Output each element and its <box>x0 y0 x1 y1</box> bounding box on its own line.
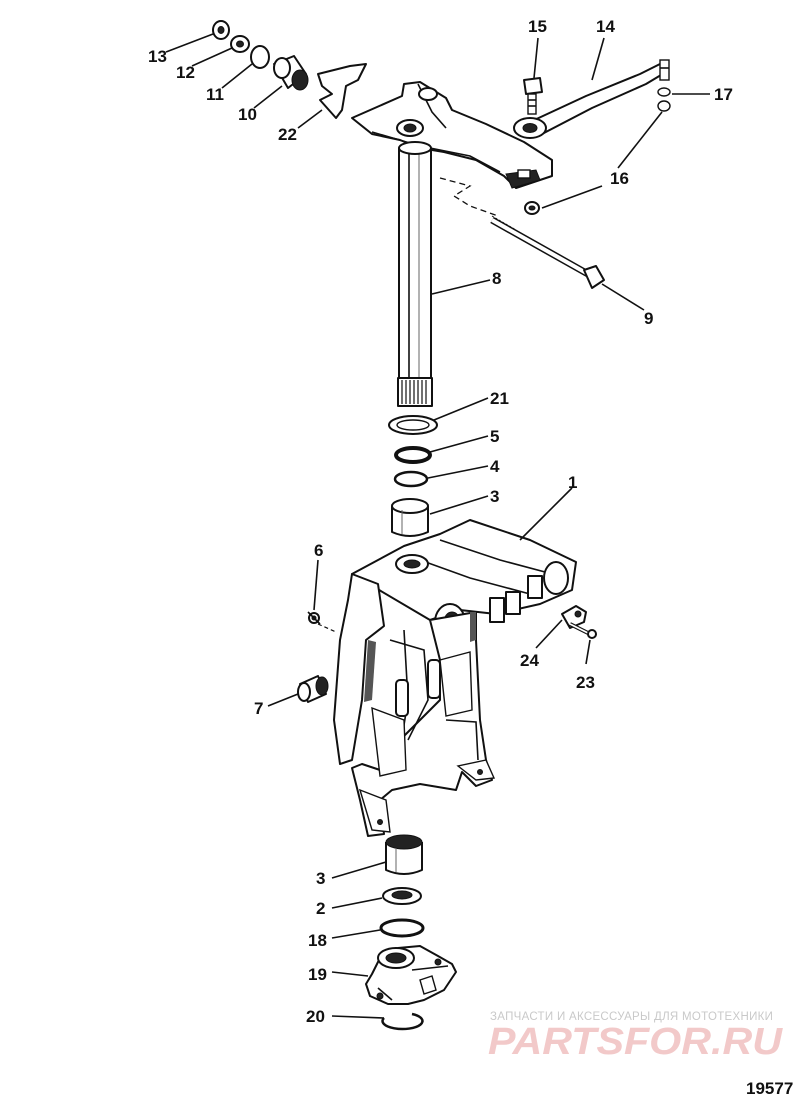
assembly-line-6 <box>317 623 337 633</box>
part-21-washer <box>388 415 438 435</box>
part-11-ring <box>250 45 270 69</box>
callout-19: 19 <box>308 965 327 984</box>
part-8-steering-tube <box>397 141 433 407</box>
part-24-clip <box>561 605 587 629</box>
part-16-nut-top <box>657 100 671 112</box>
drawing-number: 19577 <box>746 1079 793 1098</box>
part-13-nut <box>212 20 230 40</box>
part-3-bushing-lower <box>385 834 423 875</box>
callout-13: 13 <box>148 47 167 66</box>
part-9-long-bolt <box>490 215 605 289</box>
part-18-washer <box>379 918 425 938</box>
callout-4: 4 <box>490 457 500 476</box>
callout-21: 21 <box>490 389 509 408</box>
part-5-ring <box>394 446 432 464</box>
part-2-seal <box>382 887 422 905</box>
assembly-line <box>439 177 499 217</box>
callout-14: 14 <box>596 17 615 36</box>
callout-22: 22 <box>278 125 297 144</box>
part-14-steering-link <box>513 59 670 139</box>
part-16-nut-bottom <box>524 201 540 215</box>
watermark: ЗАПЧАСТИ И АКСЕССУАРЫ ДЛЯ МОТОТЕХНИКИ PA… <box>488 1011 784 1063</box>
part-23-screw <box>569 622 597 639</box>
callout-23: 23 <box>576 673 595 692</box>
callout-2: 2 <box>316 899 325 918</box>
callout-11: 11 <box>206 85 224 104</box>
callout-24: 24 <box>520 651 539 670</box>
part-12-washer <box>230 35 250 53</box>
callout-1: 1 <box>568 473 577 492</box>
callout-9: 9 <box>644 309 653 328</box>
callout-20: 20 <box>306 1007 325 1026</box>
callout-3-upper: 3 <box>490 487 499 506</box>
callout-12: 12 <box>176 63 195 82</box>
part-6-grease-fitting <box>307 611 321 625</box>
callout-17: 17 <box>714 85 733 104</box>
callout-18: 18 <box>308 931 327 950</box>
callout-15: 15 <box>528 17 547 36</box>
callout-7: 7 <box>254 699 263 718</box>
leader-lines <box>165 33 710 1019</box>
callout-5: 5 <box>490 427 499 446</box>
part-3-bushing-upper <box>391 498 429 537</box>
part-7-bushing <box>297 675 329 703</box>
part-19-lower-yoke <box>365 945 457 1005</box>
part-10-bushing <box>273 55 309 91</box>
part-1-swivel-bracket <box>333 519 577 837</box>
callout-8: 8 <box>492 269 501 288</box>
callout-labels: 13 12 11 10 22 15 14 17 16 8 9 21 5 4 3 … <box>148 17 733 1026</box>
steering-arm-yoke <box>351 81 553 189</box>
watermark-tagline: ЗАПЧАСТИ И АКСЕССУАРЫ ДЛЯ МОТОТЕХНИКИ <box>490 1011 773 1023</box>
part-4-ring <box>393 470 429 488</box>
part-17-washer <box>657 87 671 97</box>
callout-16: 16 <box>610 169 629 188</box>
part-22-plate <box>317 63 367 119</box>
callout-6: 6 <box>314 541 323 560</box>
part-15-bolt <box>523 77 543 115</box>
part-20-retaining-ring <box>381 1012 424 1031</box>
callout-10: 10 <box>238 105 257 124</box>
callout-3-lower: 3 <box>316 869 325 888</box>
watermark-logo: PARTSFOR.RU <box>488 1021 784 1063</box>
